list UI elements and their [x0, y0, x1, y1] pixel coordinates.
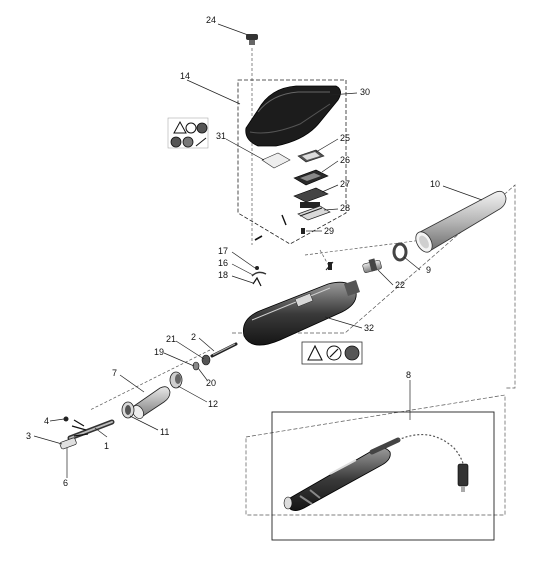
callout-1: 1	[104, 441, 109, 451]
callout-12: 12	[208, 399, 218, 409]
callout-11: 11	[160, 427, 169, 437]
part-27-switch	[293, 187, 329, 208]
part-1-cable	[67, 419, 115, 441]
safety-symbols-sticker	[167, 117, 209, 149]
parts-16-17-18	[251, 266, 267, 287]
callout-14: 14	[180, 71, 190, 81]
callout-17: 17	[218, 246, 228, 256]
callout-28: 28	[340, 203, 350, 213]
callout-20: 20	[206, 378, 216, 388]
callout-21: 21	[166, 334, 176, 344]
shaft-tool-frame	[245, 394, 506, 516]
callout-27: 27	[340, 179, 350, 189]
callout-4: 4	[44, 416, 49, 426]
part-31-label-plate	[261, 152, 291, 169]
shaft-tool-box	[271, 411, 495, 541]
small-screw	[281, 214, 287, 226]
part-24-screw	[246, 34, 258, 45]
callout-9: 9	[426, 265, 431, 275]
callout-2: 2	[191, 332, 196, 342]
part-26-switch-frame	[293, 169, 329, 186]
callout-8: 8	[406, 370, 411, 380]
part-7-tube	[132, 386, 171, 419]
part-6-sleeve	[59, 437, 77, 450]
callout-22: 22	[395, 280, 405, 290]
part-12-sleeve	[169, 371, 183, 389]
callout-10: 10	[430, 179, 440, 189]
part-8-shaft-tool	[283, 433, 469, 511]
callout-3: 3	[26, 431, 31, 441]
part-10-cone-guard	[415, 190, 507, 253]
part-28-board	[297, 205, 331, 221]
callout-7: 7	[112, 368, 117, 378]
callout-25: 25	[340, 133, 350, 143]
part-30-housing-cover	[245, 85, 341, 147]
small-screw	[254, 235, 263, 241]
part-32-motor-housing	[243, 261, 360, 346]
callout-29: 29	[324, 226, 334, 236]
callout-16: 16	[218, 258, 228, 268]
parts-19-20-21	[192, 354, 211, 371]
part-25-seal	[297, 149, 325, 163]
lower-assembly-frame	[232, 184, 516, 389]
part-29-screw	[301, 228, 305, 234]
part-11-nut	[121, 401, 135, 419]
callout-26: 26	[340, 155, 350, 165]
callout-24: 24	[206, 15, 216, 25]
cover-parts-frame	[237, 79, 347, 245]
callout-19: 19	[154, 347, 164, 357]
callout-18: 18	[218, 270, 228, 280]
callout-32: 32	[364, 323, 374, 333]
part-9-ring	[392, 242, 408, 262]
part-22-connector	[362, 258, 382, 274]
callout-30: 30	[360, 87, 370, 97]
callout-6: 6	[63, 478, 68, 488]
part-4-lug	[63, 416, 69, 422]
callout-labels: 24 14 30 31 25 26 27 28 29 10 9 22 17 16…	[26, 15, 440, 488]
leader-lines	[33, 23, 483, 478]
callout-31: 31	[216, 131, 226, 141]
warning-sticker	[301, 341, 363, 365]
